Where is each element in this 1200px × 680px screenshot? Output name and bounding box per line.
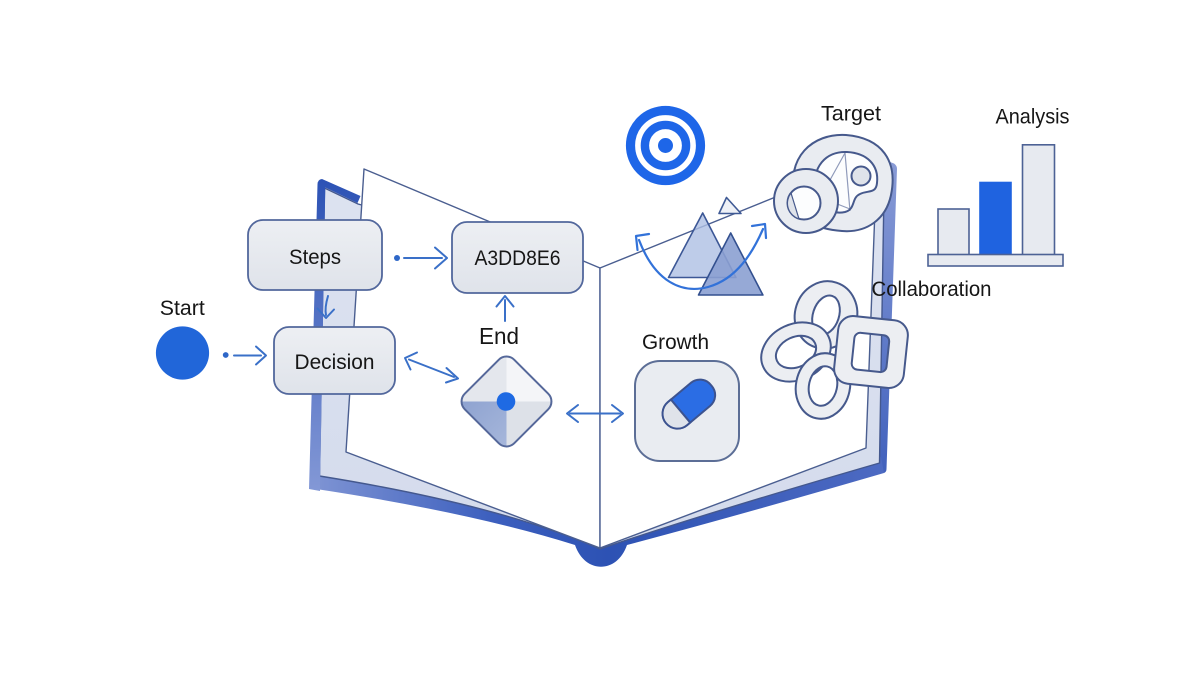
svg-text:Decision: Decision bbox=[295, 351, 375, 374]
svg-text:Steps: Steps bbox=[289, 246, 341, 269]
svg-text:Target: Target bbox=[821, 103, 881, 126]
svg-text:Analysis: Analysis bbox=[996, 106, 1070, 129]
svg-text:End: End bbox=[479, 323, 519, 349]
svg-text:Collaboration: Collaboration bbox=[872, 278, 992, 301]
svg-text:A3DD8E6: A3DD8E6 bbox=[475, 247, 561, 270]
svg-text:Start: Start bbox=[160, 297, 205, 320]
svg-text:Growth: Growth bbox=[642, 331, 709, 354]
